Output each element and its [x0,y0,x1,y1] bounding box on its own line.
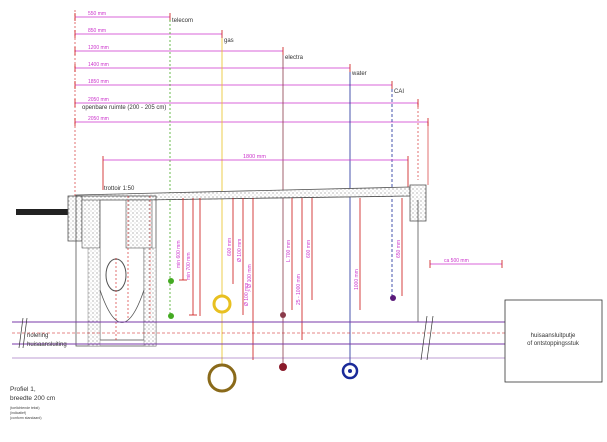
dimension-1850-label: 1850 mm [88,79,109,85]
profile-caption: Profiel 1, breedte 200 cm (toelichtende … [10,386,55,420]
water-label: water [351,71,367,77]
dimension-1200-label: 1200 mm [88,45,109,51]
gas-pipe-icon [212,294,232,314]
dimension-2050-b: 2050 mm [74,116,429,126]
vlabel-L700: L 700 mm [286,240,292,262]
vlabel-min700: min 700 mm [186,252,192,280]
box-line2: of ontstoppingsstuk [527,341,580,347]
electra-cable-icon [280,312,286,318]
vlabel-1000: 1000 mm [354,269,360,290]
vlabel-d100-b: Ø 100 mm [244,283,250,306]
manhole-shaft [75,195,157,347]
dimension-1400-label: 1400 mm [88,62,109,68]
gas-main-pipe-icon [207,363,237,393]
dimension-1400: 1400 mm [74,62,351,72]
house-connection-box: huisaansluitputje of ontstoppingsstuk [504,299,603,383]
vlabel-min600: min 600 mm [176,240,182,268]
utility-markers [168,278,396,393]
profile-title: Profiel 1, [10,386,36,393]
ca500-label: ca 500 mm [444,258,469,264]
dimension-850: 850 mm [74,28,223,38]
riolering-label: riolering [27,333,48,339]
electra-label: electra [285,55,304,61]
vlabel-gt-d100: > Ø 100 mm [247,264,253,292]
dimension-550: 550 mm [74,11,171,21]
electra-main-cable-icon [279,363,287,371]
telecom-cable-icon-lower [168,313,174,319]
box-line1: huisaansluitputje [531,333,576,339]
trottoir-label: trottoir 1:50 [104,186,135,192]
dimension-1800: 1800 mm [102,154,409,190]
dimension-850-label: 850 mm [88,28,106,34]
dimension-1850: 1850 mm [74,79,393,89]
telecom-label: telecom [172,18,193,24]
vlabel-d100-a: Ø 100 mm [237,239,243,262]
telecom-cable-icon [168,278,174,284]
profile-note-2: (indicatief) [10,411,26,415]
dimension-1200: 1200 mm [74,45,284,55]
openbare-ruimte-label: openbare ruimte (200 - 205 cm) [82,105,166,111]
road-edge [16,195,101,249]
dimension-2050-b-label: 2050 mm [88,116,109,122]
profile-note-3: (conform standaard) [10,416,42,420]
dimension-550-label: 550 mm [88,11,106,17]
cai-cable-icon [390,295,396,301]
vlabel-600-b: 600 mm [306,240,312,258]
dimension-2050-a-label: 2050 mm [88,97,109,103]
dimension-ca500: ca 500 mm [429,258,503,268]
gas-label: gas [224,38,234,44]
profile-note-1: (toelichtende tekst) [10,406,40,410]
depth-measures: min 600 mm min 700 mm 600 mm Ø 100 mm > … [176,198,403,360]
sewer-lines: riolering huisaansluiting [12,315,505,361]
vlabel-650: 650 mm [396,240,402,258]
top-dimensions: 550 mm 850 mm 1200 mm 1400 mm 1850 mm [74,10,429,210]
huisaansluiting-label: huisaansluiting [27,342,67,348]
cai-label: CAI [394,89,404,95]
vlabel-600: 600 mm [227,238,233,256]
dimension-1800-label: 1800 mm [243,154,266,160]
profile-subtitle: breedte 200 cm [10,395,55,402]
vlabel-25-1000: 25 - 1000 mm [296,274,302,305]
